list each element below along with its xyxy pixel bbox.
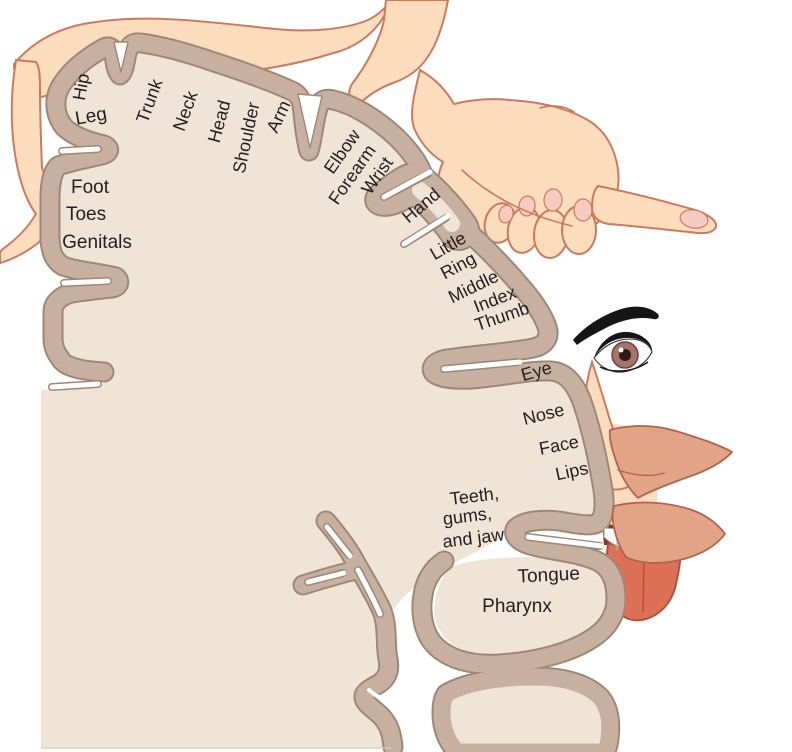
fingernail-icon — [543, 188, 563, 212]
eyebrow-icon — [573, 306, 659, 345]
label-hip: Hip — [69, 72, 93, 102]
label-tongue: Tongue — [517, 563, 580, 587]
label-genitals: Genitals — [62, 232, 132, 253]
hand-gyrus-core — [412, 182, 460, 232]
label-foot: Foot — [71, 177, 110, 198]
cortex-surface — [41, 42, 605, 749]
sulcus-slits — [48, 41, 605, 704]
arm-illustration — [348, 0, 450, 108]
leg-and-foot-illustration — [0, 58, 50, 265]
cortex-band — [39, 32, 627, 752]
lower-lip-illustration — [611, 501, 726, 564]
fingernail-icon — [573, 198, 593, 222]
upper-lip-illustration — [608, 425, 733, 499]
eye-illustration — [593, 331, 653, 373]
label-pharynx: Pharynx — [482, 596, 552, 617]
curled-fingers — [483, 188, 597, 259]
cortex — [39, 32, 627, 752]
fingernail-icon — [679, 209, 709, 229]
fingernail-icon — [518, 195, 536, 217]
gyrus-lobe-tongue-pharynx — [434, 557, 608, 656]
mouth-illustration — [603, 425, 733, 564]
fingernail-icon — [498, 204, 514, 224]
label-toes: Toes — [66, 204, 106, 225]
